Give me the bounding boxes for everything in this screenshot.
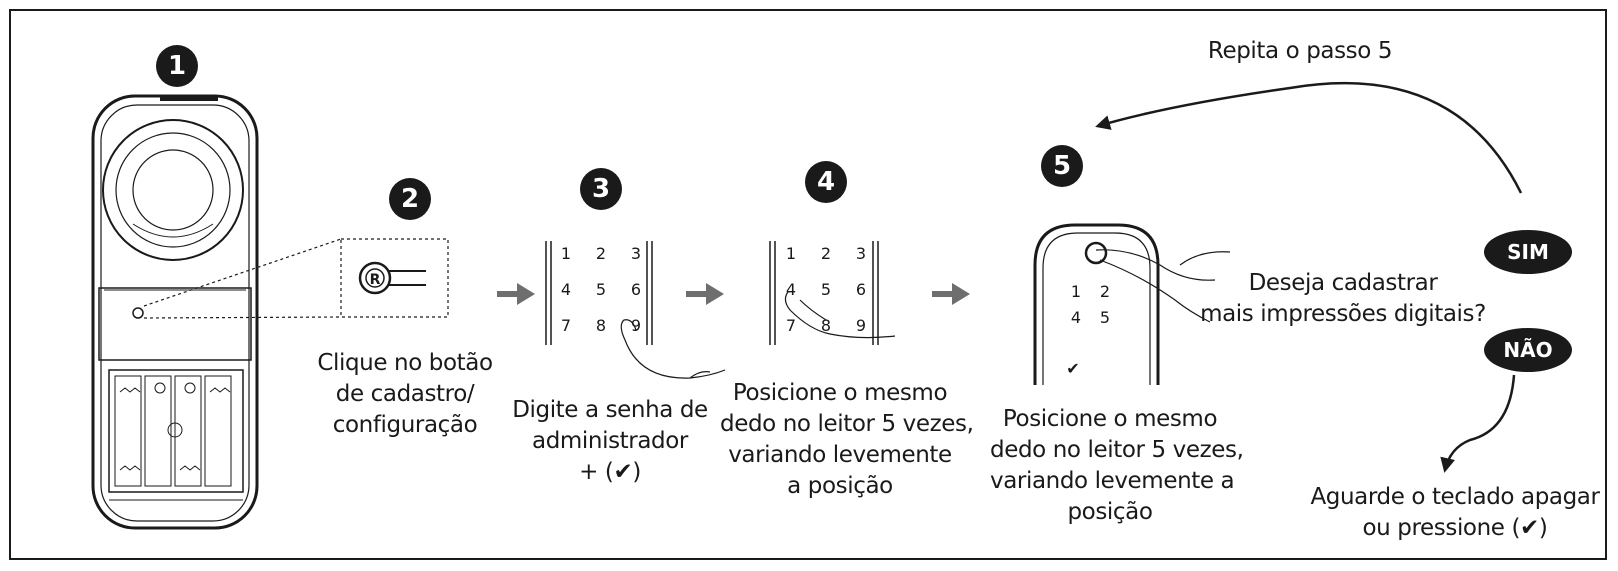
keypad-key: 1 [561, 244, 571, 263]
keypad-key: 4 [786, 280, 796, 299]
keypad-key: 5 [596, 280, 606, 299]
caption-line: dedo no leitor 5 vezes, [720, 411, 974, 437]
keypad-key: 7 [786, 316, 796, 335]
flow-arrow [497, 283, 535, 305]
final-caption-line: Aguarde o teclado apagar [1310, 484, 1600, 510]
keypad-key: 8 [596, 316, 606, 335]
keypad-illustration [545, 241, 726, 379]
keypad-key: 5 [1100, 308, 1110, 327]
keypad-key: 6 [631, 280, 641, 299]
keypad-key: 4 [1071, 308, 1081, 327]
caption-line: variando levemente [728, 442, 952, 468]
caption-line: posição [1067, 499, 1153, 525]
svg-text:R: R [370, 272, 381, 288]
zoom-callout [143, 238, 449, 319]
fingerprint-reader-illustration [1033, 223, 1231, 385]
keypad-key: 9 [856, 316, 866, 335]
caption-step-4: Posicione o mesmo dedo no leitor 5 vezes… [720, 378, 974, 502]
keypad-key: 2 [821, 244, 831, 263]
keypad-key: 9 [631, 316, 641, 335]
check-icon: ✔ [1066, 359, 1079, 378]
step-number-3: 3 [580, 168, 622, 210]
registration-button-icon: R [358, 261, 426, 295]
caption-line: Clique no botão [317, 350, 493, 376]
step-number-5: 5 [1041, 145, 1083, 187]
no-answer-badge: NÃO [1484, 328, 1572, 372]
question-line: Deseja cadastrar [1248, 270, 1438, 296]
caption-line: dedo no leitor 5 vezes, [990, 437, 1244, 463]
keypad-key: 3 [631, 244, 641, 263]
no-branch-arrow [1440, 374, 1516, 473]
caption-step-3: Digite a senha de administrador + (✔) [510, 395, 710, 488]
flow-arrow [932, 283, 970, 305]
caption-line: configuração [332, 412, 478, 438]
keypad-key: 5 [821, 280, 831, 299]
step-number-2: 2 [389, 178, 431, 220]
loop-label: Repita o passo 5 [1207, 38, 1393, 64]
yes-answer-badge: SIM [1484, 230, 1572, 274]
keypad-illustration [769, 241, 896, 345]
step-number-4: 4 [805, 161, 847, 203]
keypad-key: 1 [1071, 282, 1081, 301]
caption-line: Digite a senha de [512, 397, 708, 423]
keypad-key: 7 [561, 316, 571, 335]
step-number-1: 1 [156, 45, 198, 87]
keypad-key: 8 [821, 316, 831, 335]
final-caption: Aguarde o teclado apagar ou pressione (✔… [1310, 482, 1600, 544]
flow-arrow [686, 283, 724, 305]
keypad-key: 6 [856, 280, 866, 299]
caption-line: variando levemente a [990, 468, 1235, 494]
keypad-key: 2 [1100, 282, 1110, 301]
keypad-key: 3 [856, 244, 866, 263]
keypad-key: 1 [786, 244, 796, 263]
loop-arrow [1095, 81, 1523, 194]
keypad-key: 4 [561, 280, 571, 299]
caption-line: + (✔) [579, 459, 641, 485]
question-text: Deseja cadastrar mais impressões digitai… [1198, 268, 1488, 330]
caption-step-2: Clique no botão de cadastro/ configuraçã… [300, 348, 510, 441]
caption-line: Posicione o mesmo [1002, 406, 1218, 432]
caption-line: administrador [532, 428, 688, 454]
keypad-key: 2 [596, 244, 606, 263]
lock-device-illustration [91, 94, 259, 530]
caption-line: a posição [787, 473, 893, 499]
caption-line: de cadastro/ [335, 381, 475, 407]
caption-step-5: Posicione o mesmo dedo no leitor 5 vezes… [990, 404, 1244, 528]
diagram-frame [9, 9, 1607, 560]
caption-line: Posicione o mesmo [732, 380, 948, 406]
question-line: mais impressões digitais? [1200, 301, 1486, 327]
final-caption-line: ou pressione (✔) [1362, 515, 1548, 541]
